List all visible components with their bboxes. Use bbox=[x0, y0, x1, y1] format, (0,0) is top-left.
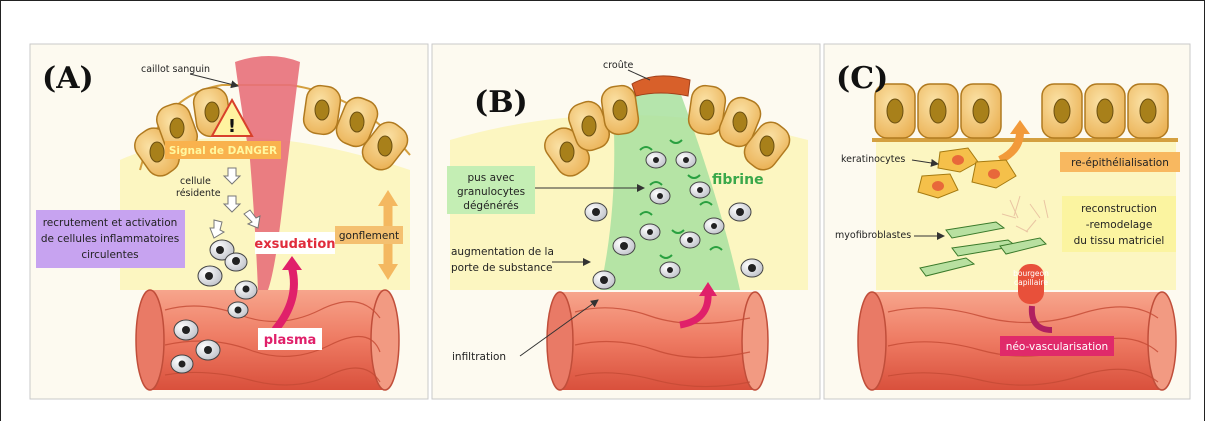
capillary-bud-label-2: capillaire bbox=[1014, 278, 1048, 287]
keratinocytes-label: keratinocytes bbox=[841, 154, 905, 165]
cellule-label: cellule bbox=[180, 176, 211, 187]
pus-label-2: granulocytes bbox=[457, 186, 525, 198]
myofibroblasts-label: myofibroblastes bbox=[835, 230, 911, 241]
pus-label-1: pus avec bbox=[467, 172, 514, 184]
infiltration-label: infiltration bbox=[452, 351, 506, 363]
fibrine-label: fibrine bbox=[712, 172, 764, 188]
reconstruction-label-3: du tissu matriciel bbox=[1074, 235, 1165, 247]
gonflement-label: gonflement bbox=[339, 230, 399, 242]
panel-b: (B) croûte pus avec granulocytes dégénér… bbox=[432, 44, 820, 399]
panel-b-letter: (B) bbox=[474, 85, 528, 120]
plasma-label: plasma bbox=[264, 333, 317, 348]
panel-c-letter: (C) bbox=[836, 61, 888, 96]
augmentation-label-2: porte de substance bbox=[451, 262, 552, 274]
recruitment-label-3: circulentes bbox=[81, 249, 138, 261]
capillary-bud-label-1: bourgeon bbox=[1013, 269, 1049, 278]
caillot-label: caillot sanguin bbox=[141, 64, 210, 75]
augmentation-label-1: augmentation de la bbox=[451, 246, 554, 258]
svg-text:!: ! bbox=[228, 116, 236, 137]
reepithelialisation-label: re-épithélialisation bbox=[1071, 157, 1169, 169]
exsudation-label: exsudation bbox=[254, 237, 335, 252]
cellule-label-2: résidente bbox=[176, 188, 221, 199]
recruitment-label-2: de cellules inflammatoires bbox=[41, 233, 179, 245]
danger-label: Signal de DANGER bbox=[169, 145, 277, 157]
reconstruction-label-2: -remodelage bbox=[1086, 219, 1153, 231]
panel-b-blood-vessel bbox=[547, 292, 768, 390]
panel-c: (C) keratinocytes re-épithélialisation r… bbox=[824, 44, 1190, 399]
reconstruction-label-1: reconstruction bbox=[1081, 203, 1157, 215]
croute-label: croûte bbox=[603, 60, 633, 71]
panel-a: ! bbox=[30, 44, 428, 399]
neovascularisation-label: néo-vascularisation bbox=[1006, 341, 1108, 353]
recruitment-label-1: recrutement et activation bbox=[43, 217, 178, 229]
pus-label-3: dégénérés bbox=[463, 200, 518, 212]
panel-a-letter: (A) bbox=[42, 61, 94, 96]
